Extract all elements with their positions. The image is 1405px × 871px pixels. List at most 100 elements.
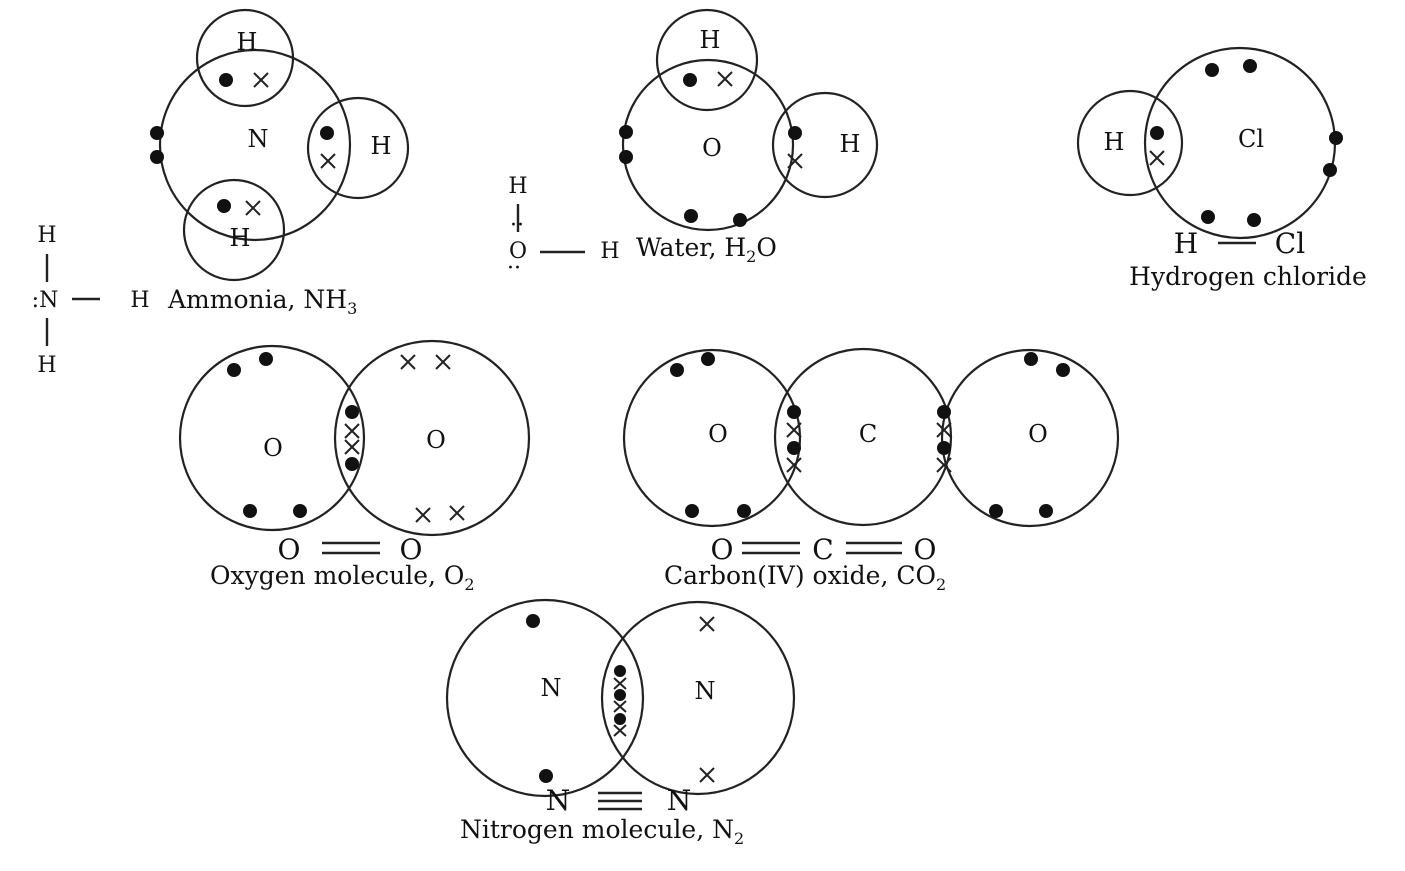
- lone-pair-cross: [699, 616, 715, 632]
- n2-caption: Nitrogen molecule, N2: [460, 815, 744, 848]
- electron-cross: [936, 457, 952, 473]
- hydrogen-shell: [1076, 89, 1184, 197]
- n2-right-label: N: [695, 677, 716, 705]
- electron-cross: [613, 724, 627, 737]
- water-dot-cross-diagram: O H H: [619, 8, 879, 232]
- co2-formula-o-right: O: [914, 533, 937, 566]
- oxygen-dot-cross-diagram: O O: [178, 339, 531, 537]
- water-h-label-right: H: [840, 130, 861, 158]
- electron-dot: [320, 126, 334, 140]
- ammonia-h-label-bottom: H: [230, 224, 251, 252]
- electron-cross: [245, 200, 261, 216]
- electron-cross: [717, 71, 733, 87]
- lone-pair-dot: [259, 352, 273, 366]
- water-struct-h-right: H: [600, 239, 619, 264]
- electron-cross: [253, 72, 269, 88]
- oxygen-left-label: O: [263, 434, 283, 462]
- lone-pair-dot: [1205, 63, 1219, 77]
- oxygen-formula-left: O: [278, 533, 301, 566]
- electron-dot: [1150, 126, 1164, 140]
- lone-pair-dot: [1201, 210, 1215, 224]
- lone-pair-dot: [733, 213, 747, 227]
- lone-pair-dot: [150, 126, 164, 140]
- electron-dot: [614, 689, 626, 701]
- lone-pair-cross: [449, 505, 465, 521]
- oxygen-formula-right: O: [400, 533, 423, 566]
- co2-c-label: C: [859, 420, 877, 448]
- lone-pair-dot: [1329, 131, 1343, 145]
- co2-formula-o-left: O: [711, 533, 734, 566]
- electron-cross: [344, 423, 360, 439]
- co2-caption: Carbon(IV) oxide, CO2: [664, 561, 946, 594]
- lone-pair-cross: [699, 767, 715, 783]
- oxygen-shell-right: [940, 348, 1120, 528]
- electron-dot: [217, 199, 231, 213]
- lone-pair-dot: [150, 150, 164, 164]
- lone-pair-marks: ··: [507, 256, 521, 281]
- hcl-cl-label: Cl: [1238, 125, 1264, 153]
- hydrogen-chloride-structural-formula: H Cl Hydrogen chloride: [1129, 227, 1367, 291]
- lone-pair-dot: [293, 504, 307, 518]
- oxygen-shell-left: [622, 348, 802, 528]
- lone-pair-dot: [684, 209, 698, 223]
- n2-formula-right: N: [667, 784, 692, 817]
- ammonia-dot-cross-diagram: N H H H: [150, 8, 410, 282]
- lone-pair-dot: [539, 769, 553, 783]
- hydrogen-shell-right: [771, 91, 879, 199]
- carbon-dioxide-structural-formula: O C O Carbon(IV) oxide, CO2: [664, 533, 946, 594]
- oxygen-structural-formula: O O Oxygen molecule, O2: [210, 533, 475, 594]
- ammonia-structural-formula: H :N H H Ammonia, NH3: [32, 223, 358, 378]
- water-structural-formula: H ·· O ·· H Water, H2O: [507, 174, 777, 281]
- electron-dot: [345, 405, 359, 419]
- electron-dot: [219, 73, 233, 87]
- ammonia-h-label-top: H: [237, 28, 258, 56]
- electron-dot: [788, 126, 802, 140]
- ammonia-struct-h-bottom: H: [37, 353, 56, 378]
- hcl-caption: Hydrogen chloride: [1129, 262, 1367, 291]
- hcl-h-label: H: [1104, 128, 1125, 156]
- nitrogen-structural-formula: N N Nitrogen molecule, N2: [460, 784, 744, 848]
- n2-formula-left: N: [546, 784, 571, 817]
- lone-pair-dot: [243, 504, 257, 518]
- electron-dot: [345, 457, 359, 471]
- oxygen-shell-right: [333, 339, 531, 537]
- electron-cross: [936, 422, 952, 438]
- lone-pair-cross: [415, 507, 431, 523]
- ammonia-caption: Ammonia, NH3: [167, 285, 357, 318]
- nitrogen-shell-left: [445, 598, 645, 798]
- co2-formula-c: C: [812, 533, 833, 566]
- oxygen-shell: [621, 58, 795, 232]
- ammonia-n-label: N: [248, 125, 269, 153]
- lone-pair-dot: [619, 150, 633, 164]
- co2-o-left-label: O: [708, 420, 728, 448]
- lone-pair-dot: [1056, 363, 1070, 377]
- electron-cross: [613, 677, 627, 690]
- electron-dot: [683, 73, 697, 87]
- water-caption: Water, H2O: [636, 233, 777, 266]
- electron-cross: [787, 153, 803, 169]
- electron-cross: [786, 457, 802, 473]
- lone-pair-dot: [737, 504, 751, 518]
- electron-dot: [787, 441, 801, 455]
- nitrogen-shell-right: [600, 600, 796, 796]
- electron-dot: [937, 405, 951, 419]
- lone-pair-dot: [670, 363, 684, 377]
- electron-dot: [614, 665, 626, 677]
- lone-pair-cross: [435, 354, 451, 370]
- electron-cross: [1149, 150, 1165, 166]
- lone-pair-dot: [227, 363, 241, 377]
- electron-dot: [787, 405, 801, 419]
- ammonia-struct-n: :N: [32, 288, 59, 313]
- nitrogen-shell: [158, 48, 352, 242]
- water-h-label-top: H: [700, 26, 721, 54]
- lone-pair-dot: [1247, 213, 1261, 227]
- oxygen-shell-left: [178, 344, 366, 532]
- water-o-label: O: [702, 134, 722, 162]
- lone-pair-marks: ··: [510, 213, 524, 238]
- carbon-dioxide-dot-cross-diagram: O C O: [622, 347, 1120, 528]
- water-struct-o: O: [509, 239, 527, 264]
- lone-pair-dot: [1039, 504, 1053, 518]
- lone-pair-dot: [1323, 163, 1337, 177]
- electron-cross: [786, 422, 802, 438]
- ammonia-struct-h-right: H: [130, 288, 149, 313]
